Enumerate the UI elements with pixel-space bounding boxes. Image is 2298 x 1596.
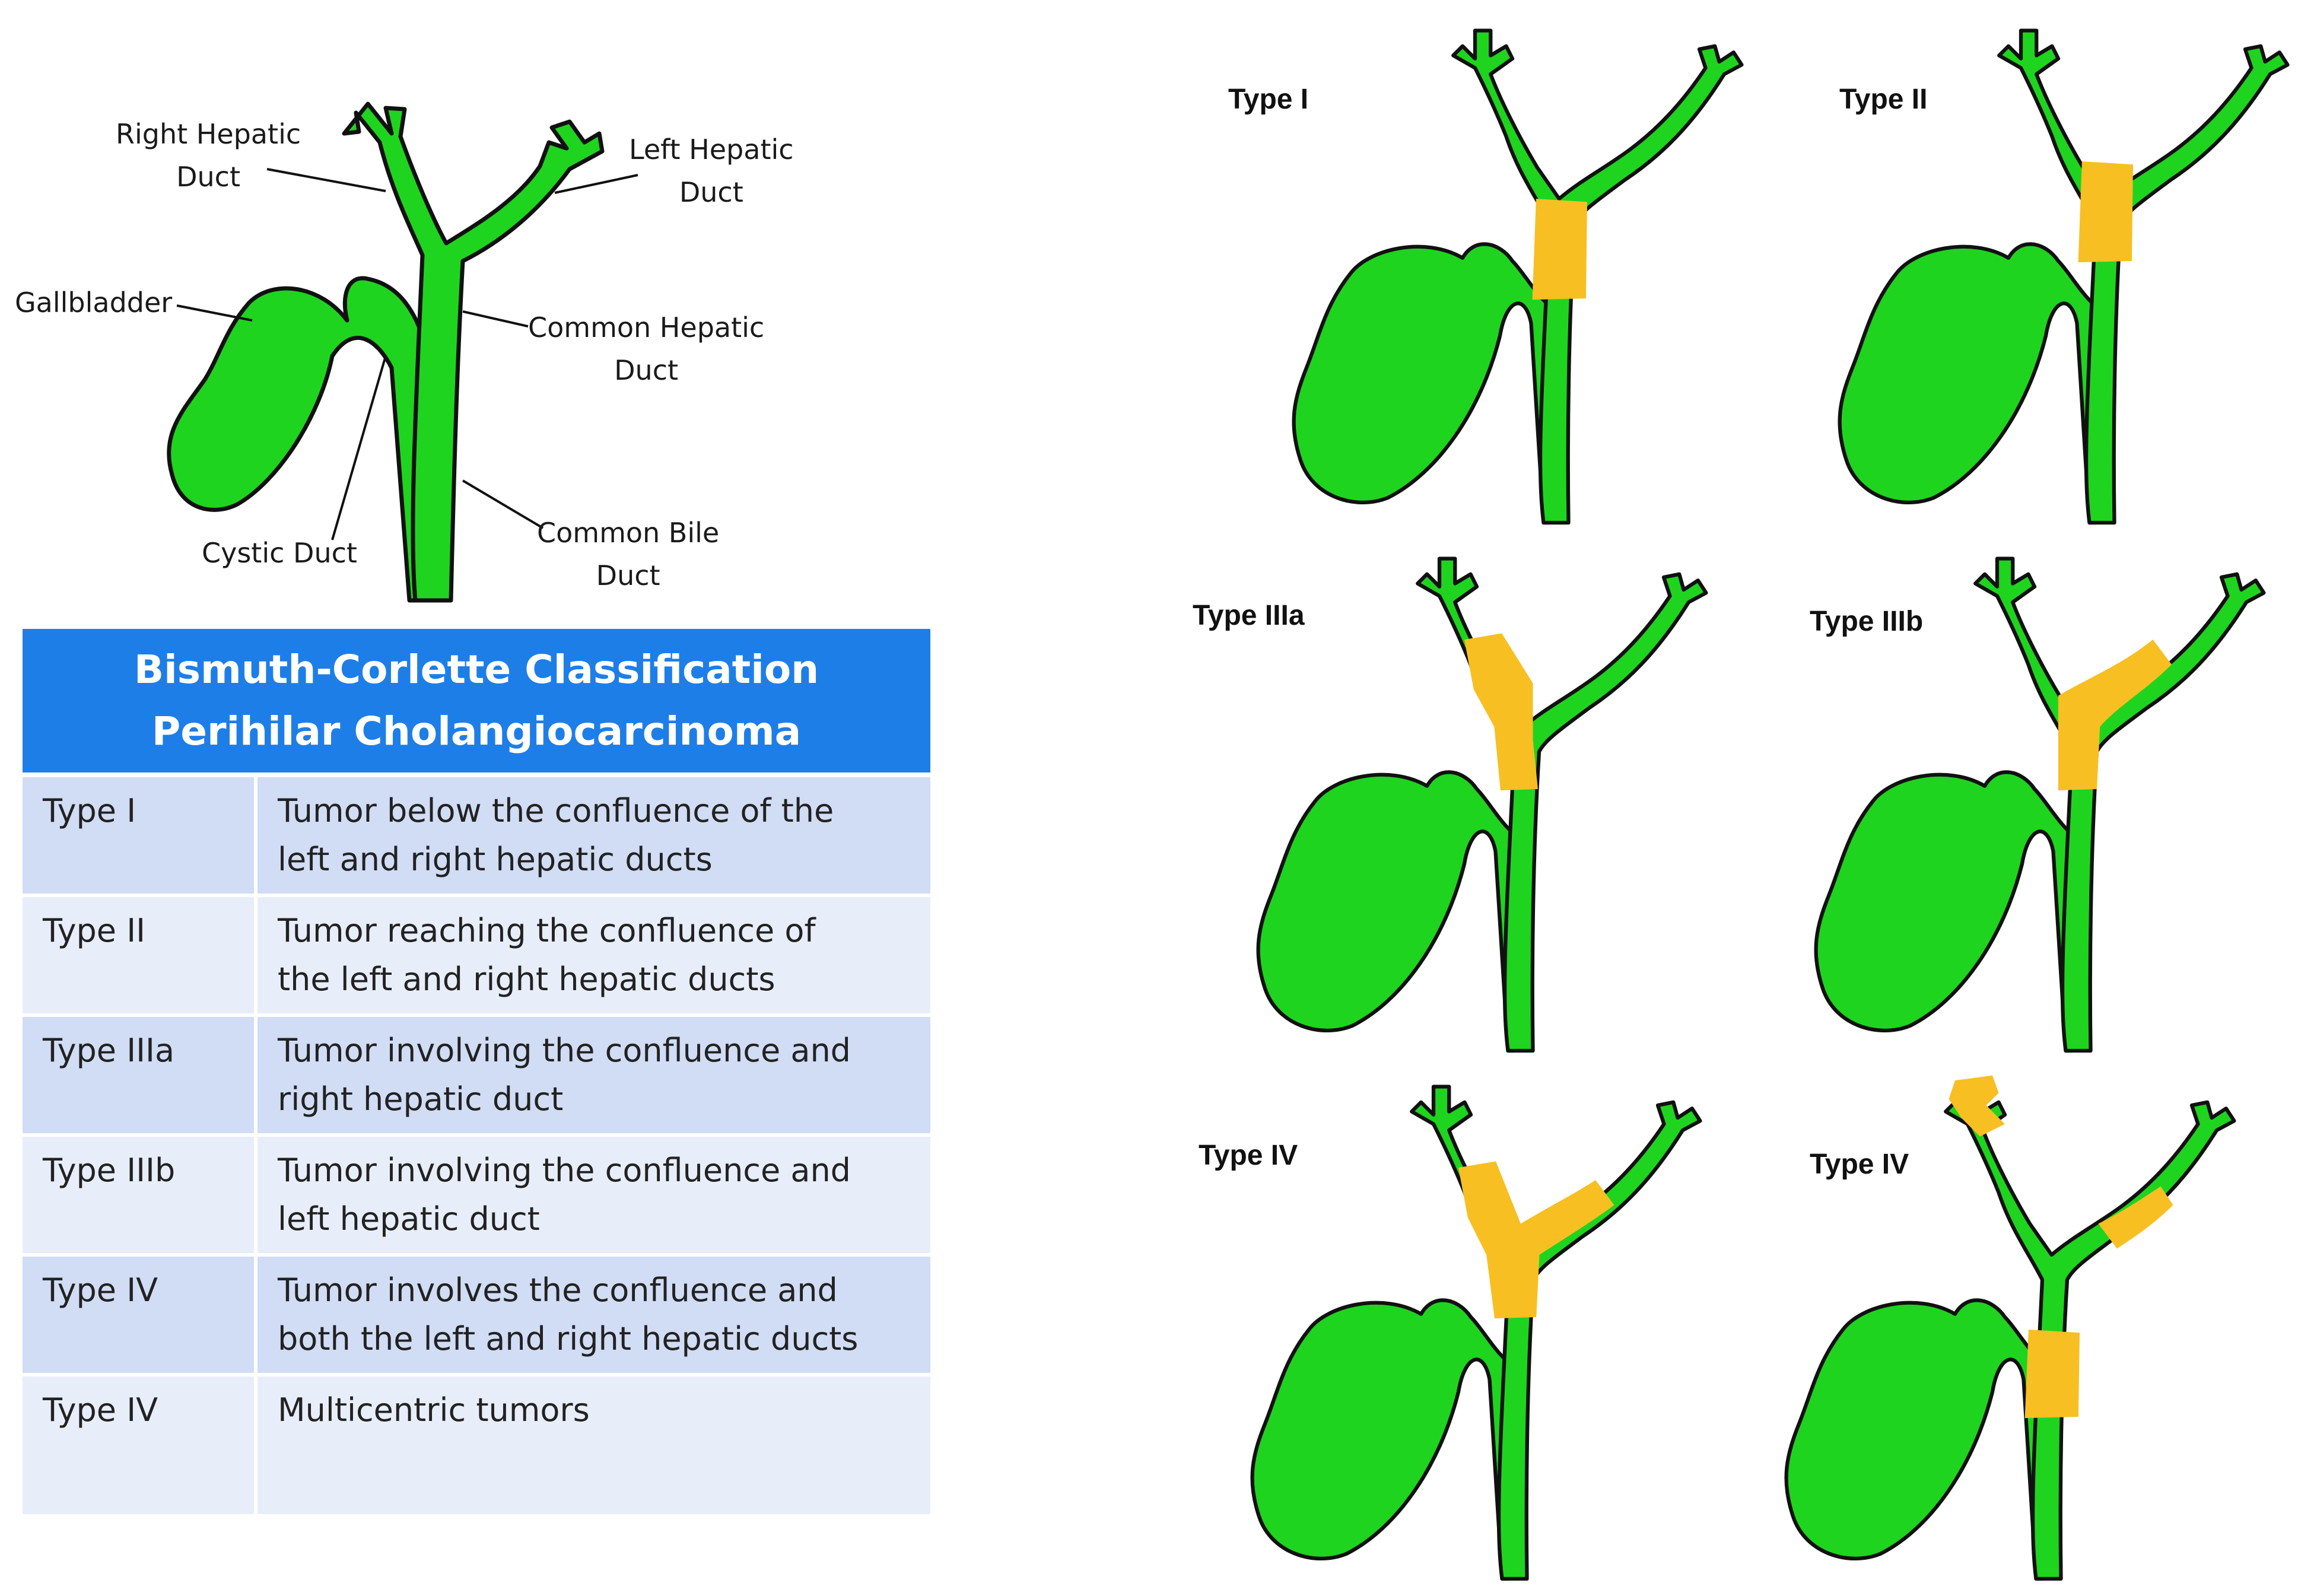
tumor-region (2058, 640, 2172, 791)
type-panel: Type IV (1691, 1068, 2261, 1596)
row-description-line: Tumor below the confluence of the (278, 792, 834, 829)
tumor-region (1532, 199, 1587, 300)
right-hepatic-duct-label: Right Hepatic Duct (116, 118, 301, 193)
row-description-line: Tumor involving the confluence and (278, 1152, 851, 1189)
gallbladder-shape (1814, 770, 2080, 1053)
bile-duct-tree (342, 101, 605, 603)
common-hepatic-duct-label: Common Hepatic Duct (528, 311, 765, 386)
gallbladder-shape (1250, 1298, 1517, 1581)
type-label: Type II (1839, 84, 1928, 115)
type-panel: Type I (1199, 12, 1768, 540)
row-type-cell: Type IIIa (23, 1017, 258, 1133)
row-type-cell: Type IV (23, 1257, 258, 1373)
tumor-region (1464, 633, 1538, 791)
gallbladder-shape (1784, 1298, 2051, 1581)
duct-diagram (1256, 557, 1708, 1053)
table-row: Type I Tumor below the confluence of the l… (23, 777, 930, 894)
gallbladder-shape (1256, 770, 1523, 1053)
classification-table: Bismuth-Corlette Classification Perihila… (23, 629, 930, 1514)
row-description-line: Multicentric tumors (278, 1391, 590, 1429)
row-type-cell: Type IIIb (23, 1137, 258, 1253)
left-hepatic-duct-label: Left Hepatic Duct (629, 133, 794, 208)
duct-diagram (1838, 28, 2290, 525)
row-description-line: both the left and right hepatic ducts (278, 1320, 859, 1357)
row-description-line: left and right hepatic ducts (278, 841, 713, 878)
row-description-line: the left and right hepatic ducts (278, 961, 775, 998)
row-description-cell: Tumor involves the confluence and both th… (258, 1257, 930, 1373)
table-header: Bismuth-Corlette Classification Perihila… (23, 629, 930, 772)
row-description-cell: Tumor reaching the confluence of the left… (258, 897, 930, 1013)
type-panel: Type IIIa (1163, 540, 1733, 1068)
row-description-line: Tumor involving the confluence and (278, 1032, 851, 1069)
cystic-duct-label: Cystic Duct (202, 537, 357, 569)
type-label: Type I (1228, 84, 1309, 115)
anatomy-diagram: Right Hepatic Duct Left Hepatic Duct Gal… (0, 0, 949, 623)
tumor-region (2098, 1186, 2173, 1249)
row-description-cell: Multicentric tumors (258, 1376, 930, 1514)
table-row: Type II Tumor reaching the confluence of t… (23, 897, 930, 1013)
table-row: Type IV Multicentric tumors (23, 1376, 930, 1514)
type-panel: Type IIIb (1721, 540, 2290, 1068)
row-description-cell: Tumor involving the confluence and right … (258, 1017, 930, 1133)
type-label: Type IV (1199, 1140, 1298, 1171)
type-label: Type IIIa (1193, 600, 1305, 631)
row-type-cell: Type IV (23, 1376, 258, 1514)
table-title-line-1: Bismuth-Corlette Classification (134, 647, 819, 692)
common-bile-duct-label: Common Bile Duct (537, 517, 720, 592)
bile-duct-tree (1944, 1085, 2236, 1581)
tumor-region (1949, 1075, 2005, 1137)
biliary-anatomy-drawing (167, 101, 638, 603)
table-title-line-2: Perihilar Cholangiocarcinoma (151, 708, 802, 754)
tumor-region (2078, 161, 2133, 263)
row-description-line: Tumor involves the confluence and (278, 1271, 838, 1309)
row-description-line: right hepatic duct (278, 1080, 564, 1118)
gallbladder-label: Gallbladder (15, 287, 173, 319)
gallbladder-shape (1838, 242, 2104, 525)
type-panel: Type IV (1157, 1068, 1727, 1596)
duct-diagram (1784, 1075, 2236, 1581)
row-description-line: Tumor reaching the confluence of (278, 912, 816, 949)
type-panel: Type II (1744, 12, 2298, 540)
row-description-cell: Tumor involving the confluence and left h… (258, 1137, 930, 1253)
gallbladder-shape (167, 276, 430, 603)
duct-diagram (1814, 557, 2266, 1053)
row-type-cell: Type I (23, 777, 258, 894)
tumor-region (2024, 1330, 2080, 1419)
type-label: Type IIIb (1810, 606, 1924, 637)
gallbladder-shape (1292, 242, 1558, 525)
duct-diagram (1250, 1085, 1702, 1581)
row-type-cell: Type II (23, 897, 258, 1013)
duct-diagram (1292, 28, 1744, 525)
tumor-region (1458, 1161, 1614, 1319)
row-description-line: left hepatic duct (278, 1200, 540, 1238)
type-label: Type IV (1810, 1149, 1909, 1180)
row-description-cell: Tumor below the confluence of the left an… (258, 777, 930, 894)
